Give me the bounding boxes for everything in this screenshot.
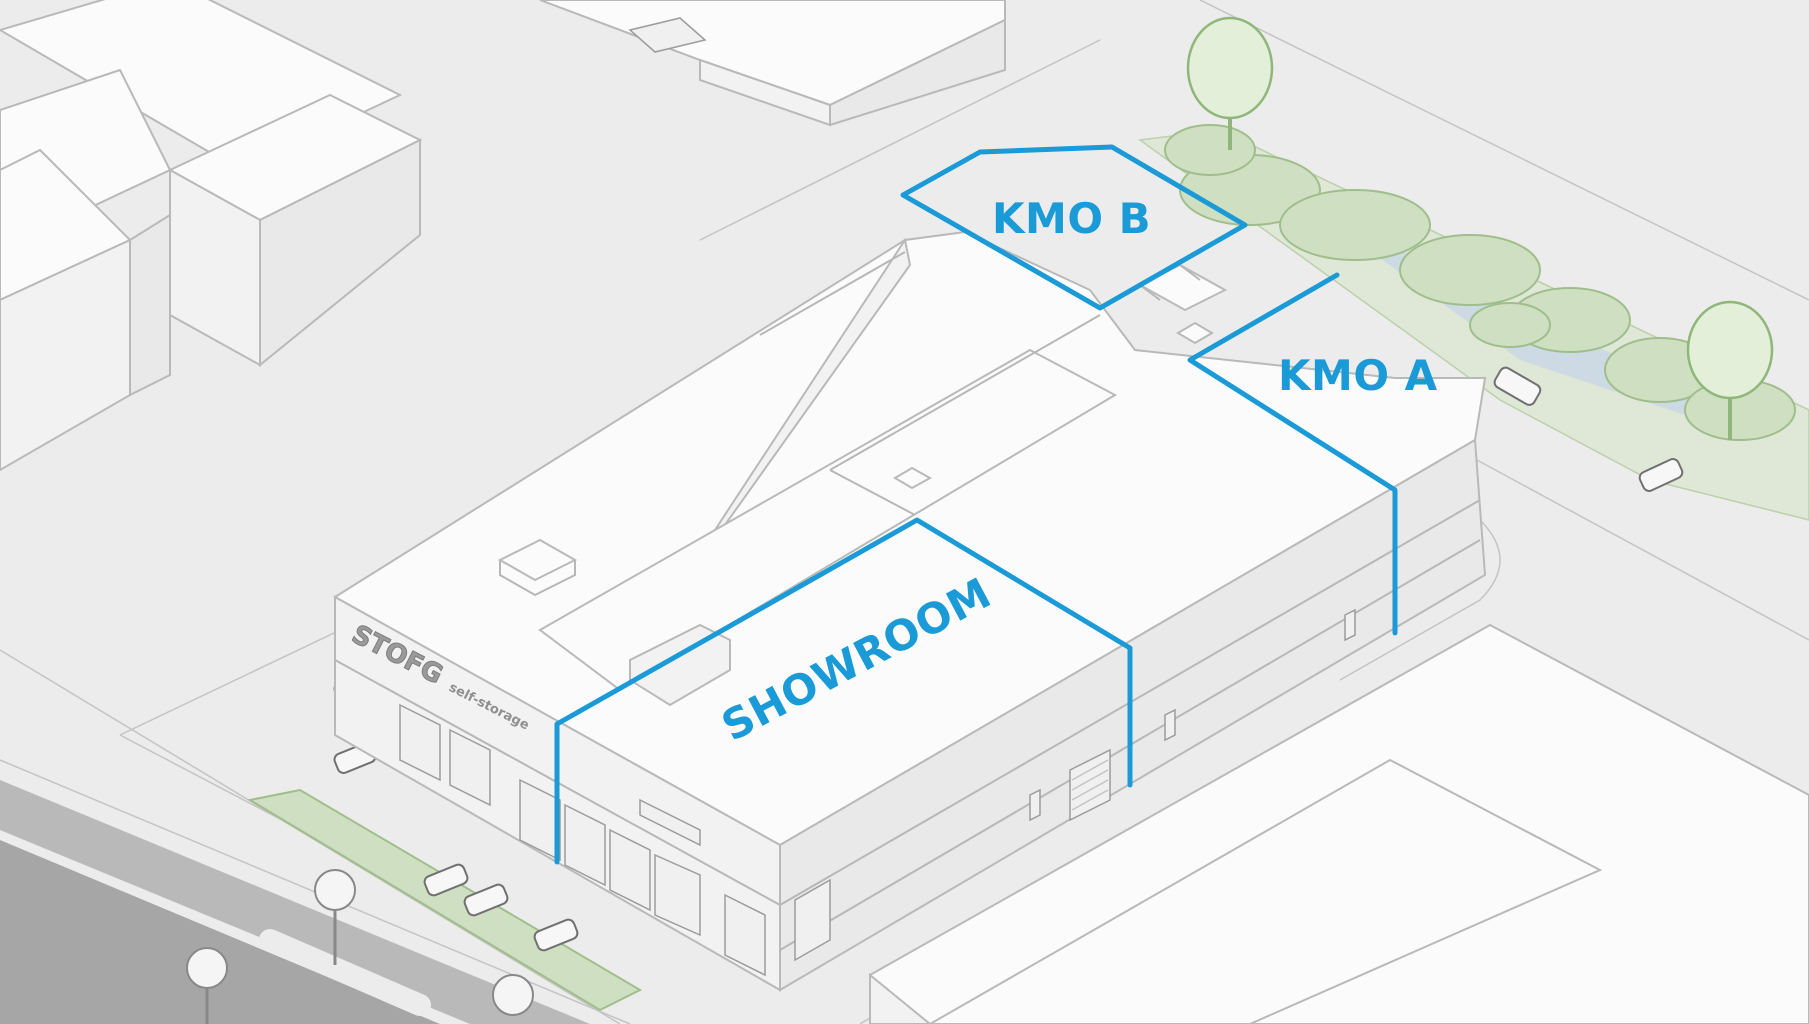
road-main bbox=[0, 840, 440, 1024]
street-lamp-icon bbox=[492, 974, 534, 1016]
kmo-a-zone-outline bbox=[1187, 272, 1398, 636]
neighbor-building-top-left bbox=[0, 0, 423, 472]
kmo-b-label: KMO B bbox=[992, 194, 1151, 243]
greenery-left bbox=[247, 788, 643, 1012]
neighbor-building-top-center bbox=[539, 0, 1006, 127]
car-icon bbox=[1493, 366, 1542, 406]
road-marking bbox=[259, 929, 431, 1016]
showroom-zone-outline bbox=[554, 517, 1133, 865]
plot-outline-rear bbox=[699, 0, 1809, 641]
road bbox=[0, 780, 590, 1024]
street-lamp-icon bbox=[186, 947, 228, 1024]
kmo-b-zone-outline bbox=[900, 144, 1248, 311]
neighbor-building-bottom-right bbox=[868, 623, 1809, 1024]
car-icon bbox=[533, 918, 579, 952]
tree-icon bbox=[1186, 16, 1274, 150]
car-icon bbox=[463, 883, 509, 917]
kmo-a-label: KMO A bbox=[1278, 351, 1438, 400]
street-lamp-icon bbox=[314, 869, 356, 965]
tree-icon bbox=[1686, 300, 1774, 440]
car-icon bbox=[423, 863, 469, 897]
car-icon bbox=[1638, 458, 1684, 492]
